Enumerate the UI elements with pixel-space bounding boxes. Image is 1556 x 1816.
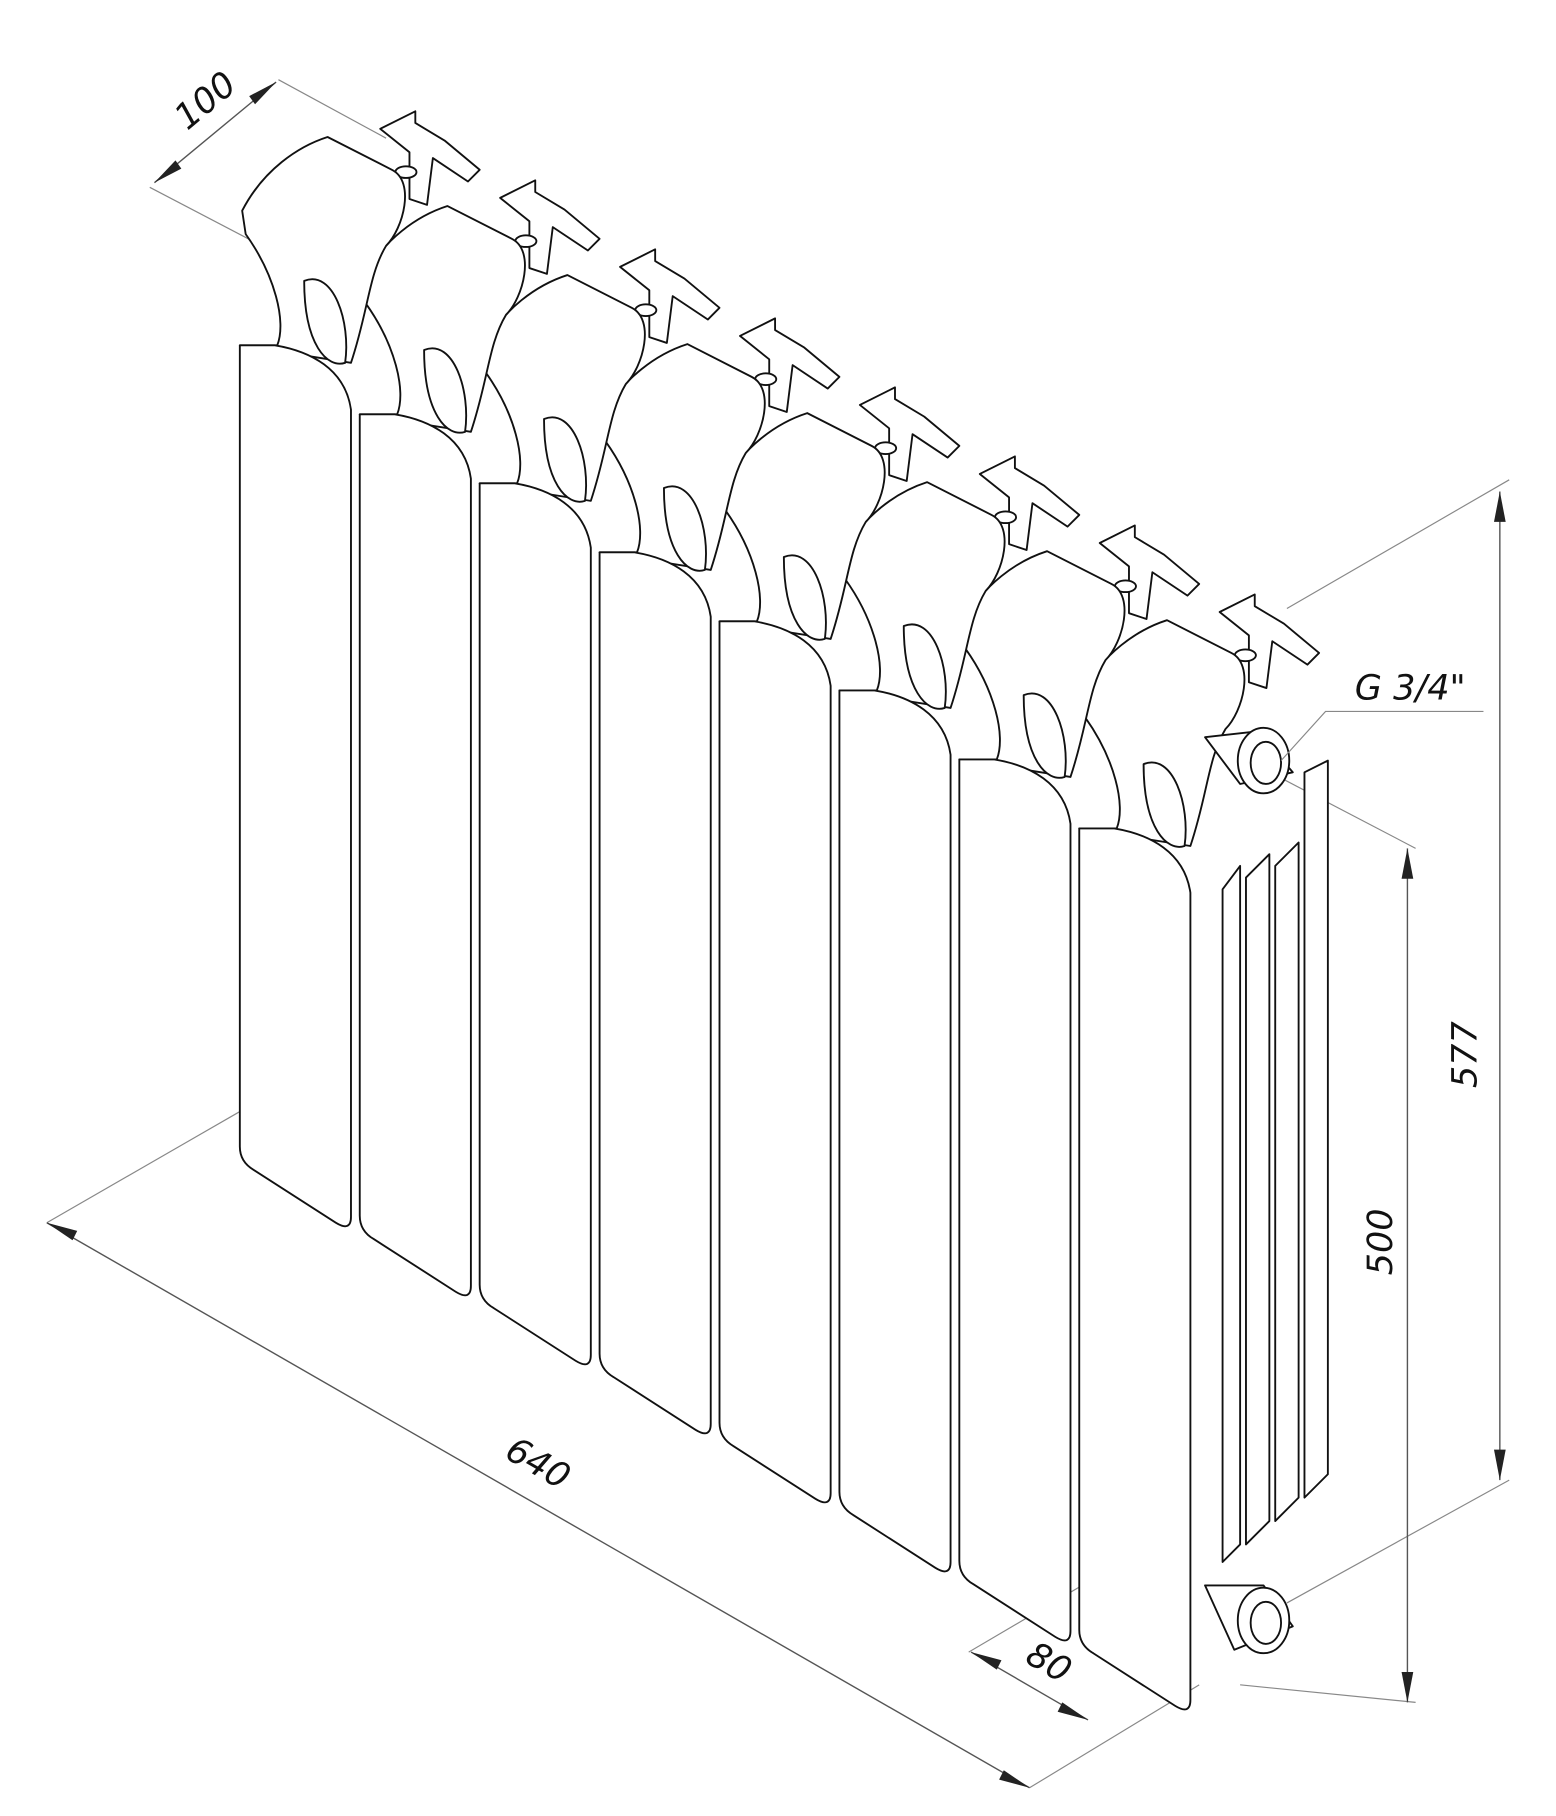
radiator-section <box>478 248 721 1366</box>
side-fins <box>1221 759 1329 1563</box>
dimension-center-distance-label: 500 <box>1360 1208 1401 1275</box>
section-top-fin <box>739 317 841 413</box>
section-top-fin <box>978 455 1081 551</box>
radiator-sections <box>238 110 1321 1711</box>
section-top-fin <box>379 110 481 206</box>
radiator-section <box>718 386 961 1504</box>
section-head <box>358 205 526 433</box>
section-neck-oval <box>782 554 827 641</box>
section-panel <box>1078 827 1192 1711</box>
section-neck-oval <box>423 347 468 434</box>
dimension-height-total-label: 577 <box>1444 1021 1485 1088</box>
section-head <box>598 343 766 571</box>
section-top-fin <box>499 179 601 275</box>
section-neck-oval <box>303 278 348 365</box>
section-panel <box>478 482 592 1366</box>
radiator-section <box>958 524 1201 1642</box>
section-panel <box>958 758 1072 1642</box>
radiator-section <box>238 110 481 1228</box>
dimension-section-depth-label: 80 <box>1019 1634 1078 1692</box>
dimension-height-total: 577 <box>1444 491 1506 1481</box>
section-top-fin <box>858 386 961 482</box>
section-head <box>838 481 1006 709</box>
radiator-section <box>598 317 841 1435</box>
thread-callout: G 3/4" <box>1280 668 1484 761</box>
pipe-bottom <box>1204 1584 1294 1655</box>
section-neck-oval <box>1142 761 1187 848</box>
section-panel <box>598 551 712 1435</box>
section-head <box>718 412 886 640</box>
section-neck-oval <box>662 485 707 572</box>
section-top-fin <box>619 248 721 344</box>
section-panel <box>718 620 832 1504</box>
section-neck-oval <box>543 416 587 503</box>
section-neck-oval <box>1022 692 1067 779</box>
section-neck-oval <box>902 623 947 710</box>
radiator-section <box>1078 593 1321 1711</box>
section-panel <box>838 689 952 1573</box>
section-top-fin <box>1098 524 1201 620</box>
radiator-section <box>358 179 601 1297</box>
section-panel <box>358 413 472 1297</box>
thread-label: G 3/4" <box>1355 668 1466 709</box>
dimension-center-distance: 500 <box>1360 848 1414 1703</box>
section-head <box>238 136 406 364</box>
section-head <box>478 274 646 502</box>
section-top-fin <box>1218 593 1321 689</box>
radiator-section <box>838 455 1081 1573</box>
section-head <box>958 550 1126 778</box>
pipe-top <box>1204 726 1294 795</box>
section-head <box>1078 619 1246 847</box>
dimension-length-label: 640 <box>499 1429 577 1498</box>
section-panel <box>238 344 352 1228</box>
dimension-depth-label: 100 <box>167 64 245 138</box>
dimension-depth: 100 <box>153 64 277 184</box>
dimension-section-depth: 80 <box>970 1634 1089 1721</box>
